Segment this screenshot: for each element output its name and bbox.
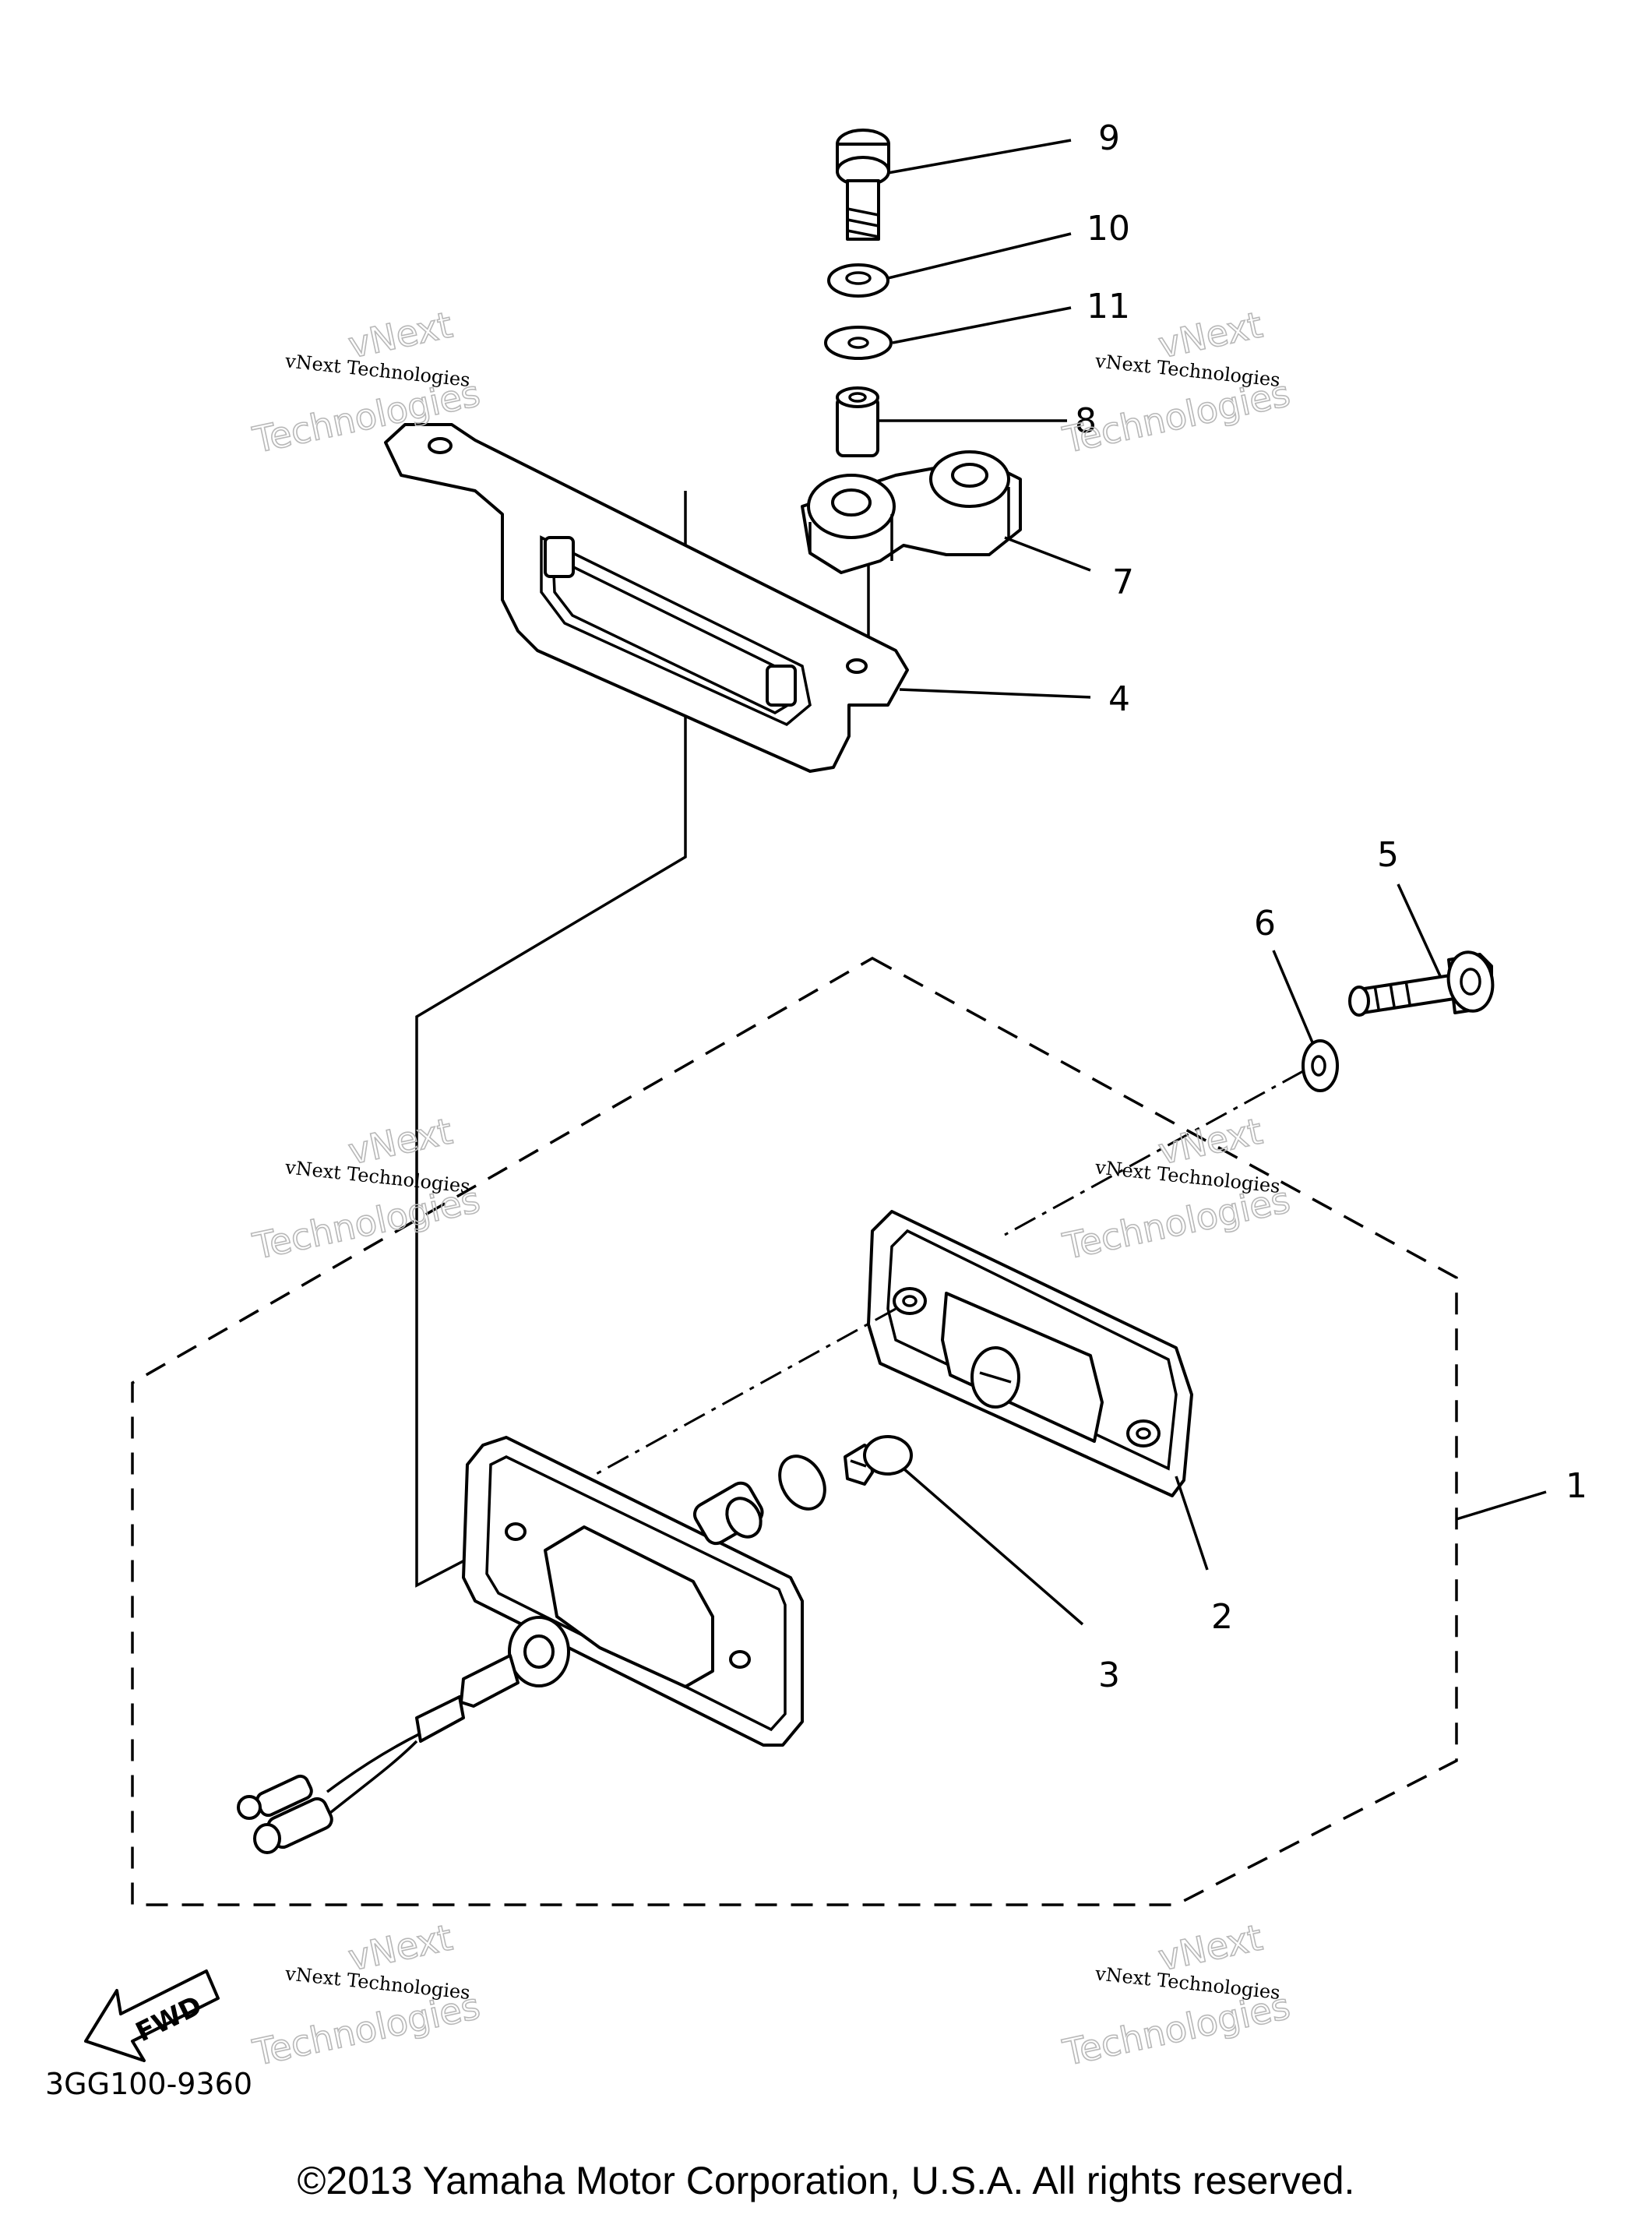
leader-4: [899, 688, 1091, 699]
callout-8: 8: [1075, 401, 1097, 441]
bracket-routing-line: [415, 491, 687, 1588]
leader-5: [1397, 883, 1442, 979]
leader-9: [887, 139, 1072, 175]
callout-6: 6: [1254, 904, 1276, 943]
callout-9: 9: [1098, 118, 1120, 158]
washer-11-part: [824, 326, 893, 360]
lens-2-part: [867, 1210, 1193, 1497]
callout-10: 10: [1087, 209, 1130, 249]
watermark-2: vNext Technologies vNext Technologies: [1058, 303, 1294, 462]
assembly-1-boundary: [131, 956, 1458, 1906]
leader-3: [902, 1467, 1084, 1626]
fwd-arrow-icon: FWD: [84, 1969, 220, 2062]
diagram-code: 3GG100-9360: [45, 2067, 252, 2101]
housing-1-part: [237, 1436, 826, 1854]
svg-text:vNext: vNext: [345, 304, 456, 367]
copyright-notice: ©2013 Yamaha Motor Corporation, U.S.A. A…: [297, 2159, 1355, 2202]
leader-10: [887, 232, 1072, 280]
bulb-3-part: [844, 1435, 913, 1486]
svg-text:vNext: vNext: [345, 1916, 456, 1980]
leader-6: [1272, 950, 1314, 1043]
callout-1: 1: [1566, 1466, 1587, 1506]
svg-text:vNext: vNext: [1155, 304, 1266, 367]
callout-7: 7: [1112, 562, 1134, 602]
callout-2: 2: [1211, 1597, 1233, 1637]
screw-axis-line: [1004, 1070, 1304, 1236]
housing-axis-line: [591, 1307, 896, 1478]
leader-1: [1456, 1490, 1547, 1521]
svg-text:vNext: vNext: [345, 1110, 456, 1173]
svg-text:vNext: vNext: [1155, 1110, 1266, 1173]
callout-4: 4: [1108, 679, 1130, 719]
washer-6-part: [1302, 1039, 1339, 1092]
leader-2: [1175, 1476, 1209, 1571]
watermark-6: vNext Technologies vNext Technologies: [1058, 1916, 1294, 2075]
leader-11: [892, 306, 1072, 344]
callout-11: 11: [1087, 287, 1130, 326]
bolt-9-part: [836, 129, 890, 241]
watermark-5: vNext Technologies vNext Technologies: [248, 1916, 484, 2075]
leader-7: [1004, 536, 1091, 572]
lever-7-part: [801, 450, 1022, 574]
screw-5-part: [1348, 950, 1495, 1017]
callout-5: 5: [1377, 835, 1399, 875]
lock-washer-10-part: [827, 263, 889, 298]
callout-3: 3: [1098, 1656, 1120, 1695]
watermark-4: vNext Technologies vNext Technologies: [1058, 1109, 1294, 1268]
bracket-4-part: [384, 423, 909, 773]
collar-8-part: [836, 386, 879, 457]
watermark-3: vNext Technologies vNext Technologies: [248, 1109, 484, 1268]
svg-text:vNext: vNext: [1155, 1916, 1266, 1980]
